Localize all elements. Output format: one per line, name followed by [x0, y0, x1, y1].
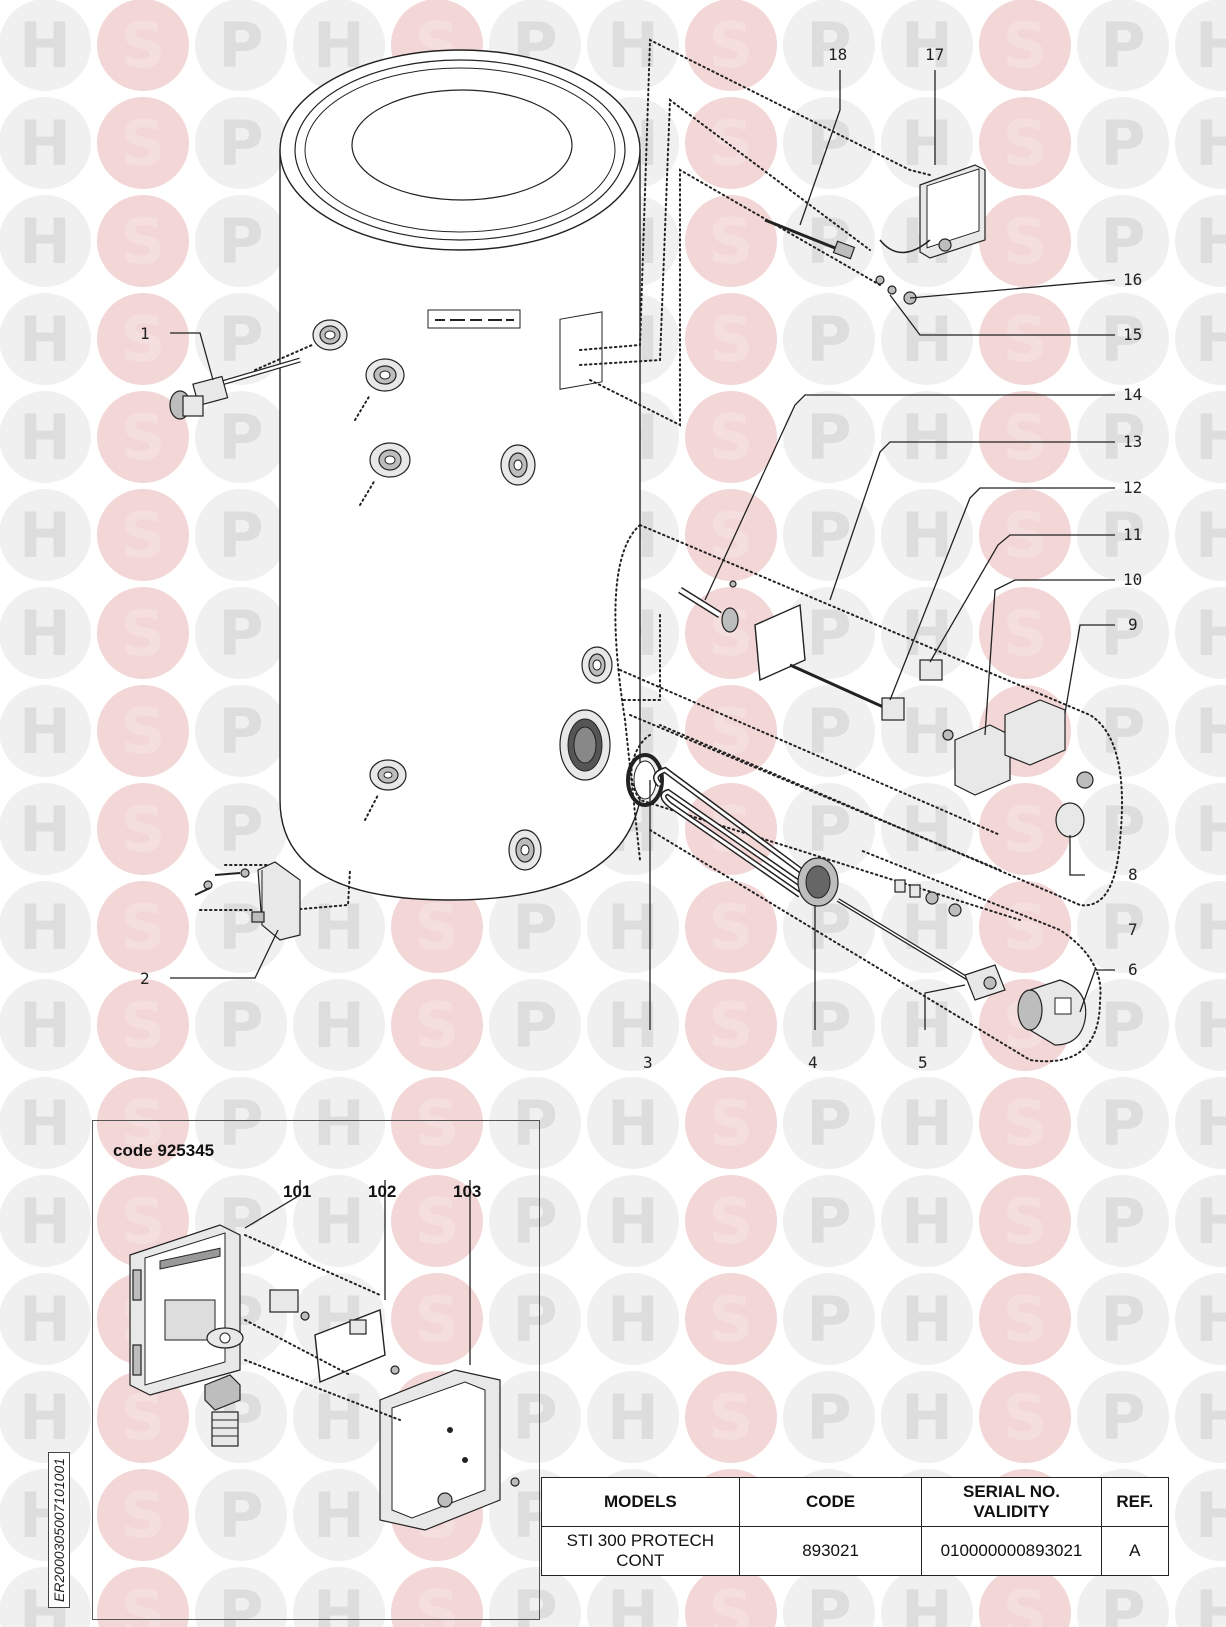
- models-table: MODELS CODE SERIAL NO. VALIDITY REF. STI…: [541, 1477, 1169, 1576]
- callout-7: 7: [1128, 920, 1138, 939]
- element-terminals: [894, 879, 962, 917]
- drawing-reference: ER2000305007101001: [48, 1451, 70, 1608]
- header-serial: SERIAL NO. VALIDITY: [921, 1477, 1102, 1527]
- callout-5: 5: [918, 1053, 928, 1072]
- leader-lines: [170, 70, 1116, 1030]
- inset-callout-labels: 101 102 103: [283, 1182, 481, 1201]
- header-code: CODE: [738, 1477, 923, 1527]
- cylinder: [279, 49, 641, 901]
- callout-16: 16: [1123, 270, 1142, 289]
- callout-4: 4: [808, 1053, 818, 1072]
- header-ref: REF.: [1100, 1477, 1169, 1527]
- table-header-row: MODELS CODE SERIAL NO. VALIDITY REF.: [541, 1477, 1169, 1527]
- inset-title: code 925345: [113, 1141, 215, 1160]
- callout-103: 103: [453, 1182, 481, 1201]
- control-group: [678, 580, 1094, 838]
- part-5-thermostat: [964, 964, 1006, 1001]
- cell-model: STI 300 PROTECH CONT: [541, 1526, 740, 1576]
- callout-12: 12: [1123, 478, 1142, 497]
- callout-labels: 1 2 3 4 5 6 7 8 9 10 11 12 13 14 15 16 1…: [140, 45, 1142, 1072]
- part-6-cap: [1017, 979, 1087, 1046]
- cell-ref: A: [1100, 1526, 1169, 1576]
- part-1-sensor-pocket: [169, 357, 301, 420]
- callout-14: 14: [1123, 385, 1142, 404]
- inset-frame: [92, 1120, 540, 1620]
- part-4-heating-element: [653, 766, 972, 982]
- part-2-bracket: [194, 861, 301, 941]
- cell-code: 893021: [738, 1526, 923, 1576]
- callout-17: 17: [925, 45, 944, 64]
- callout-101: 101: [283, 1182, 311, 1201]
- cylinder-bosses: [312, 319, 613, 871]
- callout-1: 1: [140, 324, 150, 343]
- header-models: MODELS: [541, 1477, 740, 1527]
- inset-drawing: [129, 1180, 520, 1531]
- table-row: STI 300 PROTECH CONT 893021 010000000893…: [541, 1526, 1169, 1576]
- callout-9: 9: [1128, 615, 1138, 634]
- callout-2: 2: [140, 969, 150, 988]
- callout-15: 15: [1123, 325, 1142, 344]
- top-control-group: [764, 164, 986, 305]
- callout-102: 102: [368, 1182, 396, 1201]
- callout-3: 3: [643, 1053, 653, 1072]
- callout-10: 10: [1123, 570, 1142, 589]
- callout-8: 8: [1128, 865, 1138, 884]
- callout-18: 18: [828, 45, 847, 64]
- callout-6: 6: [1128, 960, 1138, 979]
- cell-serial: 010000000893021: [921, 1526, 1102, 1576]
- callout-13: 13: [1123, 432, 1142, 451]
- callout-11: 11: [1123, 525, 1142, 544]
